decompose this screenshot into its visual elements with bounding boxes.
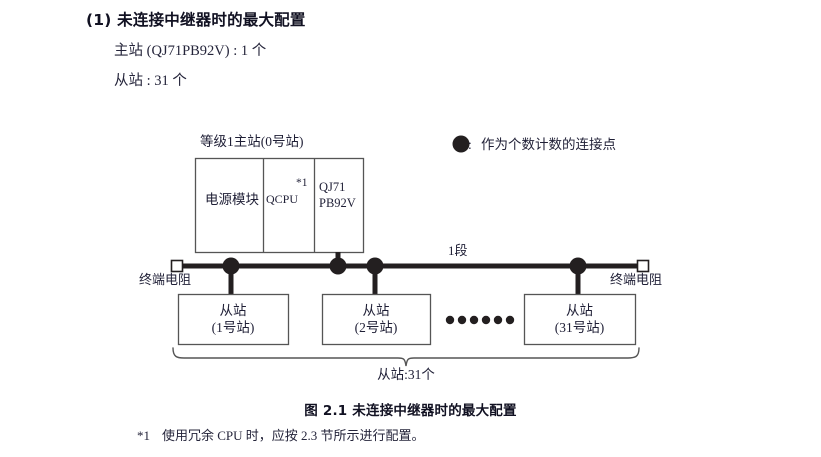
slave-count-label: 从站:31个 (377, 367, 435, 382)
section-number: (1) (86, 11, 112, 29)
section-title: 未连接中继器时的最大配置 (117, 11, 306, 29)
slave-2-line1: 从站 (362, 303, 390, 318)
slave-box-2 (321, 293, 432, 346)
slave-31-label: 从站 (31号站) (524, 302, 635, 337)
master-rack-box (194, 157, 365, 254)
slave-box-1 (177, 293, 290, 346)
slave-2-line2: (2号站) (354, 320, 398, 336)
pb92v-label-line1: QJ71 (319, 180, 346, 194)
slave-box-31 (523, 293, 637, 346)
node-master (329, 257, 347, 275)
pb92v-label-line2: PB92V (319, 196, 356, 210)
slave-1-line2: (1号站) (211, 320, 255, 336)
qcpu-footnote-mark: *1 (296, 177, 308, 189)
power-module-label: 电源模块 (205, 192, 259, 207)
footnote-mark: *1 (137, 428, 150, 443)
figure-caption: 图 2.1 未连接中继器时的最大配置 (304, 403, 517, 419)
terminator-right-square (636, 259, 650, 273)
slave-31-line1: 从站 (566, 303, 593, 318)
heading-block: (1) 未连接中继器时的最大配置 主站 (QJ71PB92V) : 1 个 从站… (86, 8, 646, 90)
legend-colon: : (468, 137, 472, 152)
footnote-text: 使用冗余 CPU 时，应按 2.3 节所示进行配置。 (162, 428, 425, 443)
qcpu-label: QCPU (266, 192, 299, 206)
segment-label: 1段 (448, 243, 468, 258)
slave-2-label: 从站 (2号站) (322, 302, 430, 337)
master-group-label: 等级1主站(0号站) (200, 134, 304, 149)
slave-1-line1: 从站 (219, 303, 247, 318)
legend-text: 作为个数计数的连接点 (481, 137, 616, 152)
spec-line-master: 主站 (QJ71PB92V) : 1 个 (114, 43, 267, 59)
spec-line-slave: 从站 : 31 个 (114, 73, 187, 89)
page-title: (1) 未连接中继器时的最大配置 (86, 8, 646, 30)
ellipsis-dots (445, 315, 515, 325)
slave-count-brace (172, 347, 640, 367)
terminator-left-square (170, 259, 184, 273)
terminator-left-label: 终端电阻 (139, 272, 192, 287)
legend-filled-circle-icon (452, 135, 470, 153)
footnote: *1 使用冗余 CPU 时，应按 2.3 节所示进行配置。 (137, 425, 425, 444)
slave-31-line2: (31号站) (554, 320, 605, 336)
slave-1-label: 从站 (1号站) (178, 302, 288, 337)
terminator-right-label: 终端电阻 (610, 272, 663, 287)
